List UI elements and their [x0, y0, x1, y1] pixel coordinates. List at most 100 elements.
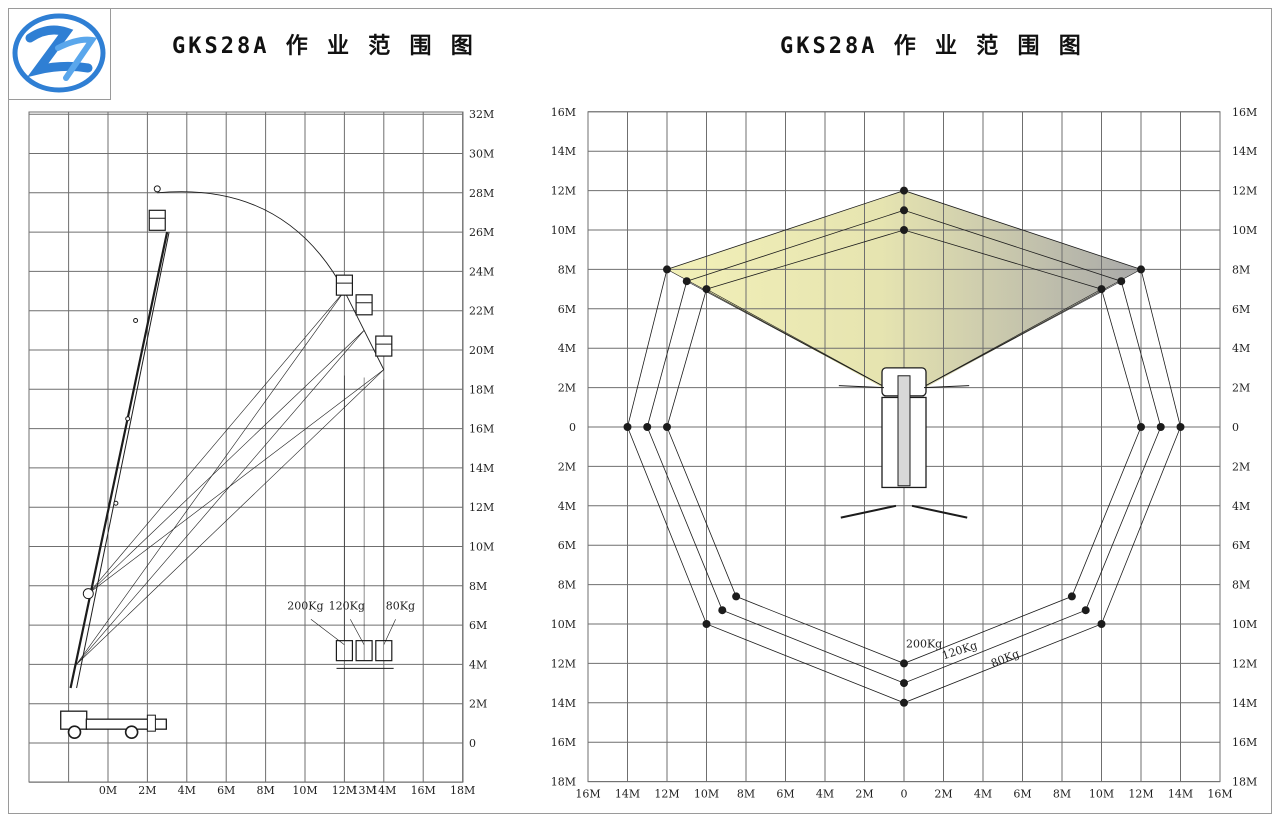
left-x-tick-label: 6M: [217, 784, 235, 797]
right-y-tick-label-right: 12M: [1232, 657, 1257, 670]
logo-box: [8, 8, 111, 100]
left-y-tick-label: 4M: [469, 658, 487, 671]
range-point: [1156, 423, 1165, 431]
right-x-tick-label: 8M: [737, 788, 755, 801]
right-x-tick-label: 16M: [1207, 788, 1232, 801]
left-x-tick-label: 10M: [292, 784, 317, 797]
truck-outrigger-icon: [146, 714, 156, 732]
logo-ring: [12, 13, 106, 93]
left-load-leader: [350, 619, 365, 645]
right-y-tick-label-left: 16M: [551, 106, 576, 119]
right-x-tick-label: 2M: [855, 788, 873, 801]
right-y-tick-label-right: 14M: [1232, 145, 1257, 158]
right-y-tick-label-right: 12M: [1232, 185, 1257, 198]
left-x-tick-label: 0M: [99, 784, 117, 797]
range-point: [718, 606, 727, 615]
right-y-tick-label-left: 0: [569, 421, 576, 434]
left-y-tick-label: 10M: [469, 541, 494, 554]
fan-side-line: [666, 269, 905, 398]
right-x-tick-label: 10M: [694, 788, 719, 801]
logo-stroke-b: [55, 36, 98, 81]
right-y-tick-label-right: 0: [1232, 421, 1239, 434]
left-x-tick-label: 16M: [411, 784, 436, 797]
range-point: [1137, 423, 1145, 431]
right-y-tick-label-left: 6M: [558, 539, 576, 552]
right-y-tick-label-right: 6M: [1232, 539, 1250, 552]
work-basket-icon: [375, 335, 393, 357]
right-x-tick-label: 8M: [1053, 788, 1071, 801]
right-y-tick-label-right: 8M: [1232, 579, 1250, 592]
range-point: [900, 659, 908, 668]
company-logo-icon: [12, 13, 106, 93]
right-x-tick-label: 14M: [1168, 788, 1193, 801]
range-point: [1081, 606, 1090, 615]
left-chart-title: GKS28A 作 业 范 围 图: [172, 34, 476, 59]
work-basket-icon: [355, 294, 373, 316]
right-x-tick-label: 2M: [934, 788, 952, 801]
outrigger-front-left-icon: [838, 385, 885, 389]
range-point: [1067, 592, 1076, 601]
left-y-tick-label: 18M: [469, 383, 494, 396]
diagram-frame: [8, 8, 1272, 814]
left-x-tick-label: 14M: [371, 784, 396, 797]
right-y-tick-label-right: 14M: [1232, 697, 1257, 710]
range-point: [732, 592, 741, 601]
boom-reach-line: [76, 290, 345, 665]
range-point: [702, 285, 711, 294]
work-basket-icon: [335, 274, 353, 296]
right-y-tick-label-right: 4M: [1232, 500, 1250, 513]
range-point: [900, 186, 908, 195]
range-point: [1097, 620, 1106, 628]
right-y-tick-label-right: 16M: [1232, 106, 1257, 119]
right-y-tick-label-right: 18M: [1232, 776, 1257, 789]
right-y-tick-label-right: 10M: [1232, 224, 1257, 237]
left-y-tick-label: 16M: [469, 423, 494, 436]
outrigger-left-icon: [840, 504, 897, 519]
right-load-label: 200Kg: [906, 638, 942, 651]
right-y-tick-label-left: 12M: [551, 185, 576, 198]
boom-reach-line: [88, 369, 384, 594]
left-x-tick-label: 13M: [351, 784, 376, 797]
left-y-tick-label: 8M: [469, 580, 487, 593]
right-y-tick-label-left: 16M: [551, 736, 576, 749]
right-y-tick-label-left: 4M: [558, 500, 576, 513]
vehicle-boom-top-icon: [897, 375, 911, 487]
left-x-tick-label: 8M: [256, 784, 274, 797]
boom-reach-line: [76, 369, 385, 665]
right-y-tick-label-left: 8M: [558, 263, 576, 276]
right-x-tick-label: 6M: [1013, 788, 1031, 801]
left-y-tick-label: 22M: [469, 305, 494, 318]
truck-wheel-icon: [124, 725, 139, 739]
left-x-tick-label: 12M: [332, 784, 357, 797]
right-y-tick-label-left: 18M: [551, 776, 576, 789]
work-basket-icon: [148, 209, 166, 231]
right-x-tick-label: 12M: [654, 788, 679, 801]
left-y-tick-label: 26M: [469, 226, 494, 239]
left-x-tick-label: 2M: [138, 784, 156, 797]
right-y-tick-label-right: 2M: [1232, 382, 1250, 395]
outrigger-right-icon: [911, 504, 968, 519]
boom-main: [69, 231, 169, 689]
right-y-tick-label-left: 14M: [551, 145, 576, 158]
left-y-tick-label: 20M: [469, 344, 494, 357]
boom-joint: [113, 500, 119, 506]
right-load-label: 120Kg: [940, 639, 979, 663]
right-x-tick-label: 14M: [615, 788, 640, 801]
right-load-label: 80Kg: [989, 647, 1021, 670]
left-load-leader: [310, 618, 345, 645]
right-y-tick-label-right: 4M: [1232, 342, 1250, 355]
range-point: [663, 265, 671, 274]
range-point: [1176, 423, 1185, 431]
boom-main-edge: [76, 232, 170, 689]
right-y-tick-label-left: 2M: [558, 382, 576, 395]
left-load-label: 80Kg: [386, 599, 415, 612]
left-y-tick-label: 32M: [469, 108, 494, 121]
right-y-tick-label-left: 2M: [558, 460, 576, 473]
operator-head-icon: [153, 185, 161, 193]
range-point: [1137, 265, 1145, 274]
range-point: [900, 206, 908, 215]
range-point: [623, 423, 632, 431]
boom-joint: [82, 588, 94, 600]
